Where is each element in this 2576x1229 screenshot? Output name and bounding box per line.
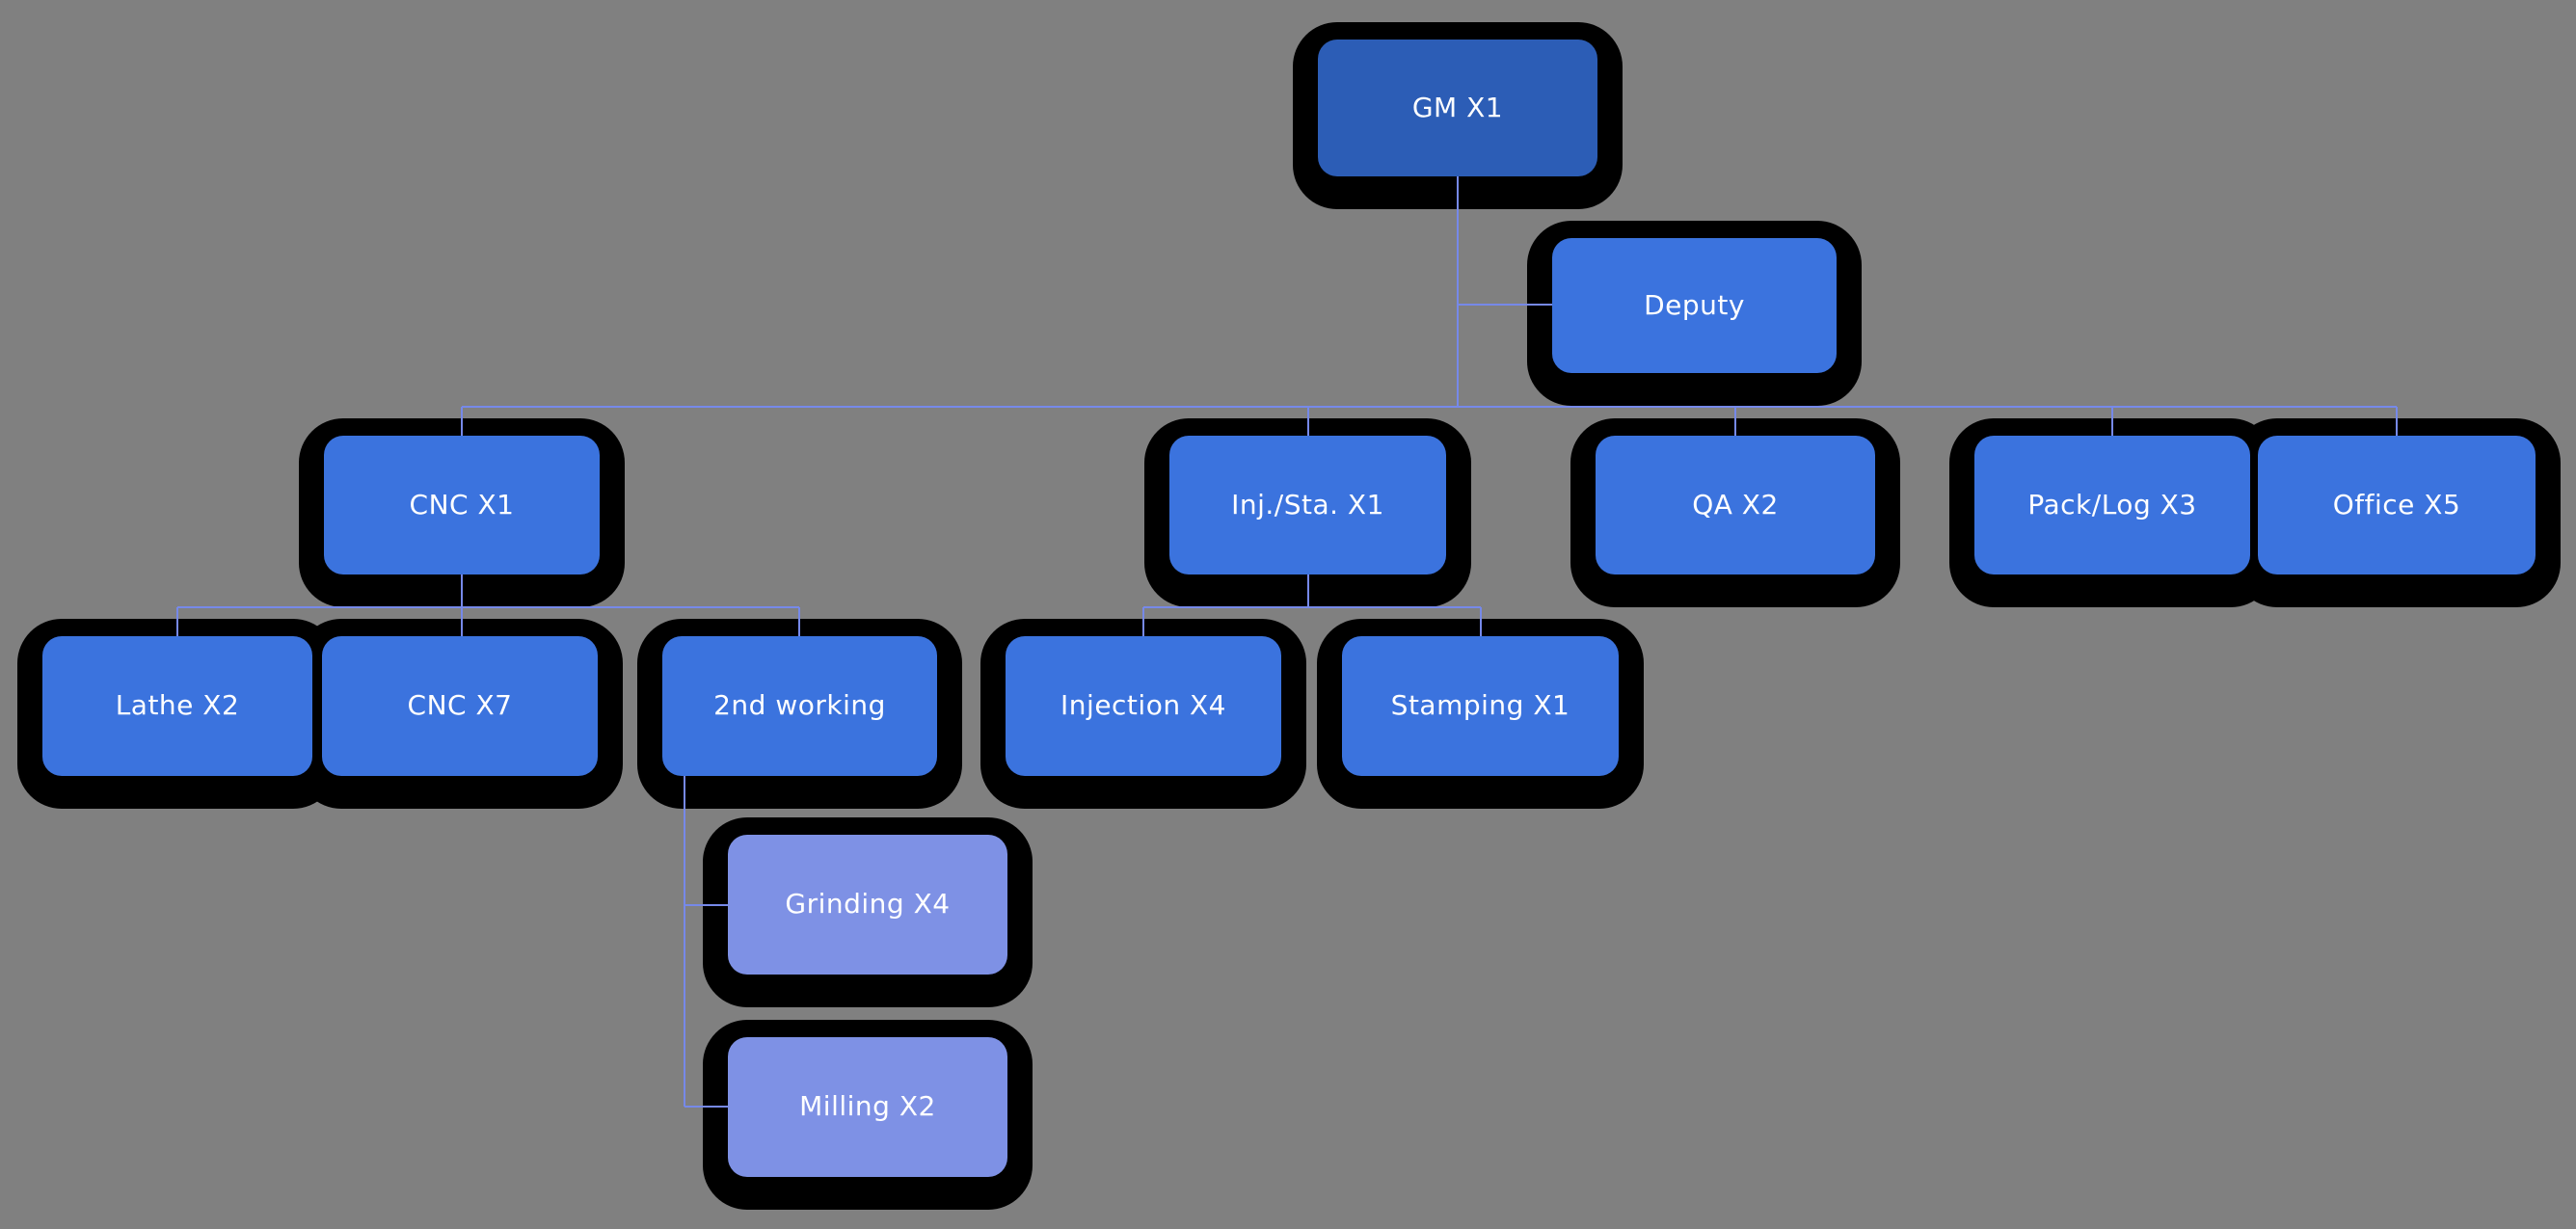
connector-cnc-children-bus — [177, 606, 799, 608]
connector-gm-stem — [1457, 176, 1459, 407]
connector-second-working-stem — [684, 776, 685, 1107]
org-node-lathe-x2[interactable]: Lathe X2 — [42, 636, 312, 776]
org-node-label-second-working: 2nd working — [713, 689, 886, 722]
org-node-pack-log-x3[interactable]: Pack/Log X3 — [1974, 436, 2250, 574]
org-node-label-inj-sta-x1: Inj./Sta. X1 — [1231, 488, 1384, 521]
connector-inj-sta-stem — [1307, 574, 1309, 607]
org-node-cnc-x1[interactable]: CNC X1 — [324, 436, 600, 574]
connector-branch-grinding — [684, 904, 728, 906]
connector-level2-bus — [462, 406, 2397, 408]
org-node-stamping-x1[interactable]: Stamping X1 — [1342, 636, 1619, 776]
org-node-label-stamping-x1: Stamping X1 — [1390, 689, 1570, 722]
org-node-label-cnc-x1: CNC X1 — [409, 488, 515, 521]
connector-drop-qa — [1734, 407, 1736, 436]
org-node-label-milling-x2: Milling X2 — [799, 1090, 936, 1123]
org-node-label-qa-x2: QA X2 — [1692, 488, 1779, 521]
org-node-injection-x4[interactable]: Injection X4 — [1006, 636, 1281, 776]
connector-drop-office — [2396, 407, 2398, 436]
connector-drop-lathe — [176, 607, 178, 636]
org-node-label-pack-log-x3: Pack/Log X3 — [2027, 488, 2197, 521]
org-node-label-cnc-x7: CNC X7 — [407, 689, 513, 722]
org-node-label-deputy: Deputy — [1644, 288, 1745, 321]
connector-inj-children-bus — [1143, 606, 1481, 608]
connector-drop-pack-log — [2111, 407, 2113, 436]
org-node-milling-x2[interactable]: Milling X2 — [728, 1037, 1007, 1177]
org-node-inj-sta-x1[interactable]: Inj./Sta. X1 — [1169, 436, 1446, 574]
connector-drop-inj-sta — [1307, 407, 1309, 436]
org-node-label-lathe-x2: Lathe X2 — [115, 689, 240, 722]
org-node-label-office-x5: Office X5 — [2332, 488, 2461, 521]
org-node-grinding-x4[interactable]: Grinding X4 — [728, 835, 1007, 975]
connector-drop-cnc-x7 — [461, 607, 463, 636]
org-node-label-injection-x4: Injection X4 — [1060, 689, 1226, 722]
org-node-label-gm: GM X1 — [1411, 91, 1504, 123]
org-node-label-grinding-x4: Grinding X4 — [785, 888, 951, 921]
connector-deputy-branch — [1458, 304, 1552, 306]
org-node-second-working[interactable]: 2nd working — [662, 636, 937, 776]
connector-drop-stamping — [1480, 607, 1482, 636]
connector-cnc-x1-stem — [461, 574, 463, 607]
org-node-office-x5[interactable]: Office X5 — [2258, 436, 2536, 574]
connector-drop-second-working — [798, 607, 800, 636]
connector-drop-cnc-x1 — [461, 407, 463, 436]
connector-branch-milling — [684, 1106, 728, 1108]
org-node-gm[interactable]: GM X1 — [1318, 40, 1597, 176]
org-node-deputy[interactable]: Deputy — [1552, 238, 1837, 373]
connector-drop-injection — [1142, 607, 1144, 636]
org-node-qa-x2[interactable]: QA X2 — [1596, 436, 1875, 574]
org-node-cnc-x7[interactable]: CNC X7 — [322, 636, 598, 776]
